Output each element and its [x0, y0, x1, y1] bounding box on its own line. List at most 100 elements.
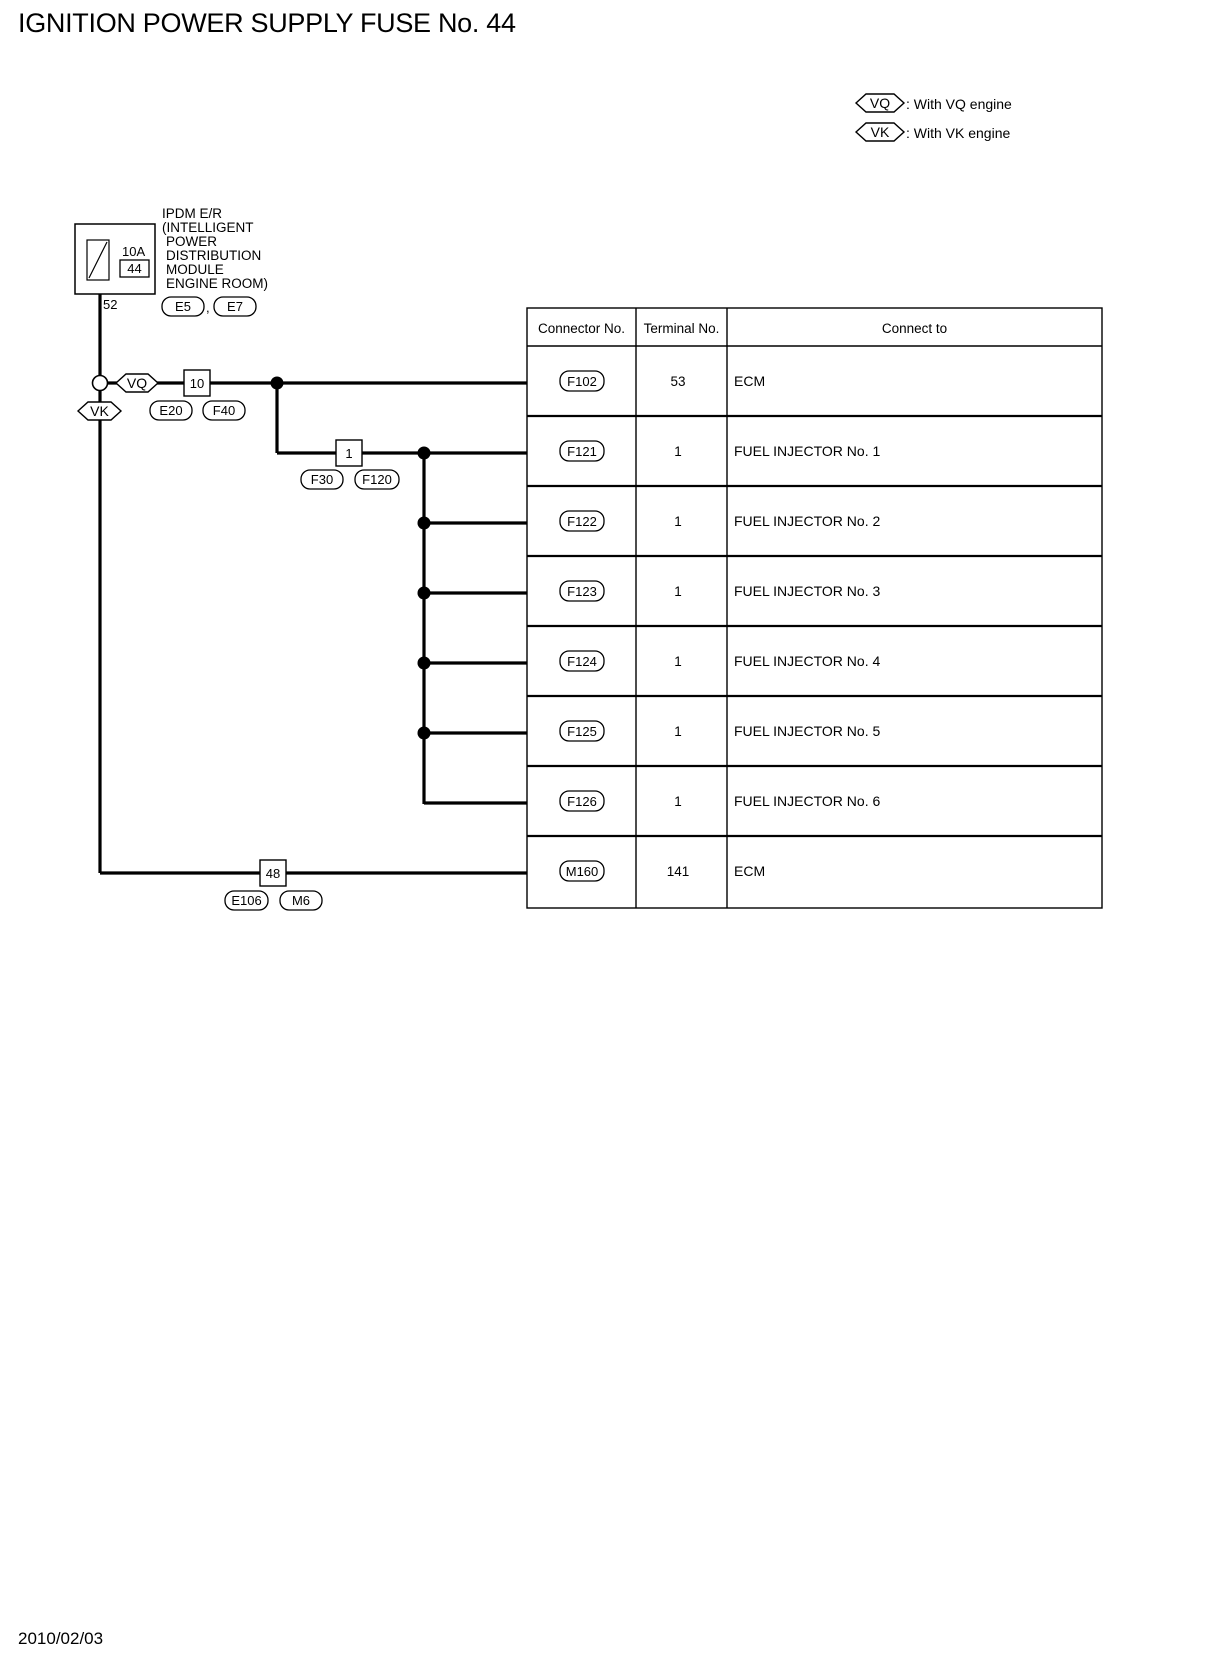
row-terminal: 1	[674, 654, 682, 669]
table-row: F126 1 FUEL INJECTOR No. 6	[559, 790, 880, 812]
fuse-number-box	[119, 259, 150, 278]
row-terminal: 1	[674, 794, 682, 809]
connector-label-e20: E20	[159, 403, 182, 418]
row-connect-to: FUEL INJECTOR No. 6	[734, 793, 880, 809]
row-connector: F102	[567, 374, 597, 389]
vk-splice-box	[259, 859, 287, 887]
ipdm-label-line-2: (INTELLIGENT	[162, 220, 254, 235]
legend-item-vq: VQ : With VQ engine	[854, 93, 1012, 113]
wires	[98, 294, 527, 875]
junction-dot-icon	[417, 446, 431, 460]
ipdm-label-line-1: IPDM E/R	[162, 206, 222, 221]
row-connect-to: FUEL INJECTOR No. 2	[734, 513, 880, 529]
row-connector: F125	[567, 724, 597, 739]
row-connector: F122	[567, 514, 597, 529]
connector-badge	[559, 720, 605, 742]
junction-dot-icon	[270, 376, 284, 390]
connector-badge-e5	[161, 296, 205, 317]
connector-label-f30: F30	[311, 472, 333, 487]
ipdm-label-line-3: POWER	[166, 234, 217, 249]
legend-item-vk: VK : With VK engine	[854, 122, 1010, 142]
legend-code-vk: VK	[871, 124, 890, 140]
connector-badge	[559, 790, 605, 812]
injector-splice-box	[335, 439, 363, 467]
row-terminal: 1	[674, 444, 682, 459]
table-row-dividers	[527, 414, 1102, 838]
vk-splice-number: 48	[266, 866, 280, 881]
row-connect-to: FUEL INJECTOR No. 3	[734, 583, 880, 599]
connector-badge	[559, 580, 605, 602]
row-connect-to: FUEL INJECTOR No. 4	[734, 653, 880, 669]
fuse-number: 44	[127, 261, 141, 276]
junction-dot-icon	[417, 586, 431, 600]
footer-date: 2010/02/03	[18, 1629, 104, 1648]
row-terminal: 1	[674, 584, 682, 599]
injector-splice-number: 1	[345, 446, 352, 461]
column-header-terminal: Terminal No.	[644, 321, 720, 336]
connector-label-e106: E106	[231, 893, 261, 908]
connector-badge	[559, 650, 605, 672]
table-header: Connector No. Terminal No. Connect to	[538, 321, 947, 336]
column-header-connector: Connector No.	[538, 321, 625, 336]
ipdm-terminal: 52	[103, 297, 117, 312]
row-connector: F123	[567, 584, 597, 599]
connection-table: Connector No. Terminal No. Connect to F1…	[526, 307, 1103, 909]
table-row: F122 1 FUEL INJECTOR No. 2	[559, 510, 880, 532]
vk-tag: VK	[76, 401, 123, 421]
vq-splice: 10 E20 F40	[149, 369, 246, 421]
connector-label-e7: E7	[227, 299, 243, 314]
connector-badge	[559, 860, 605, 882]
ipdm-label-line-5: MODULE	[166, 262, 224, 277]
row-connect-to: FUEL INJECTOR No. 5	[734, 723, 880, 739]
connector-badge-e7	[213, 296, 257, 317]
fuse-rating: 10A	[122, 244, 145, 259]
page-title: IGNITION POWER SUPPLY FUSE No. 44	[18, 8, 516, 38]
row-connector: F124	[567, 654, 597, 669]
connector-badge-m6	[279, 890, 323, 911]
ipdm-label-line-6: ENGINE ROOM)	[166, 276, 268, 291]
connector-separator: ,	[206, 300, 210, 315]
junction-dot-icon	[417, 726, 431, 740]
junction-dot-icon	[417, 656, 431, 670]
row-connect-to: ECM	[734, 863, 765, 879]
connector-badge	[559, 510, 605, 532]
vq-tag: VQ	[114, 373, 160, 393]
junction-dot-icon	[417, 516, 431, 530]
legend-description-vk: : With VK engine	[906, 125, 1010, 141]
connector-badge	[559, 370, 605, 392]
row-connector: M160	[566, 864, 599, 879]
connector-badge-f40	[202, 400, 246, 421]
column-header-connect-to: Connect to	[882, 321, 947, 336]
row-terminal: 1	[674, 514, 682, 529]
branch-point-icon	[91, 374, 109, 392]
connector-badge	[559, 440, 605, 462]
connector-label-m6: M6	[292, 893, 310, 908]
row-terminal: 53	[670, 374, 685, 389]
row-connector: F126	[567, 794, 597, 809]
injector-splice: 1 F30 F120	[300, 439, 400, 490]
connector-label-f120: F120	[362, 472, 392, 487]
legend-description-vq: : With VQ engine	[906, 96, 1012, 112]
connector-label-e5: E5	[175, 299, 191, 314]
vk-splice: 48 E106 M6	[224, 859, 323, 911]
vq-tag-label: VQ	[127, 375, 147, 391]
row-connect-to: FUEL INJECTOR No. 1	[734, 443, 880, 459]
ipdm-label-line-4: DISTRIBUTION	[166, 248, 261, 263]
connector-badge-f30	[300, 469, 344, 490]
connector-badge-f120	[354, 469, 400, 490]
connector-badge-e106	[224, 890, 269, 911]
connector-badge-e20	[149, 400, 193, 421]
table-row: F125 1 FUEL INJECTOR No. 5	[559, 720, 880, 742]
row-connect-to: ECM	[734, 373, 765, 389]
table-row: M160 141 ECM	[559, 860, 765, 882]
ipdm-module: 10A 44 52 IPDM E/R (INTELLIGENT POWER DI…	[74, 206, 268, 317]
vk-tag-label: VK	[90, 403, 109, 419]
table-row: F121 1 FUEL INJECTOR No. 1	[559, 440, 880, 462]
vq-splice-box	[183, 369, 211, 397]
row-terminal: 1	[674, 724, 682, 739]
row-connector: F121	[567, 444, 597, 459]
row-terminal: 141	[667, 864, 690, 879]
table-row: F102 53 ECM	[559, 370, 765, 392]
vq-splice-number: 10	[190, 376, 204, 391]
